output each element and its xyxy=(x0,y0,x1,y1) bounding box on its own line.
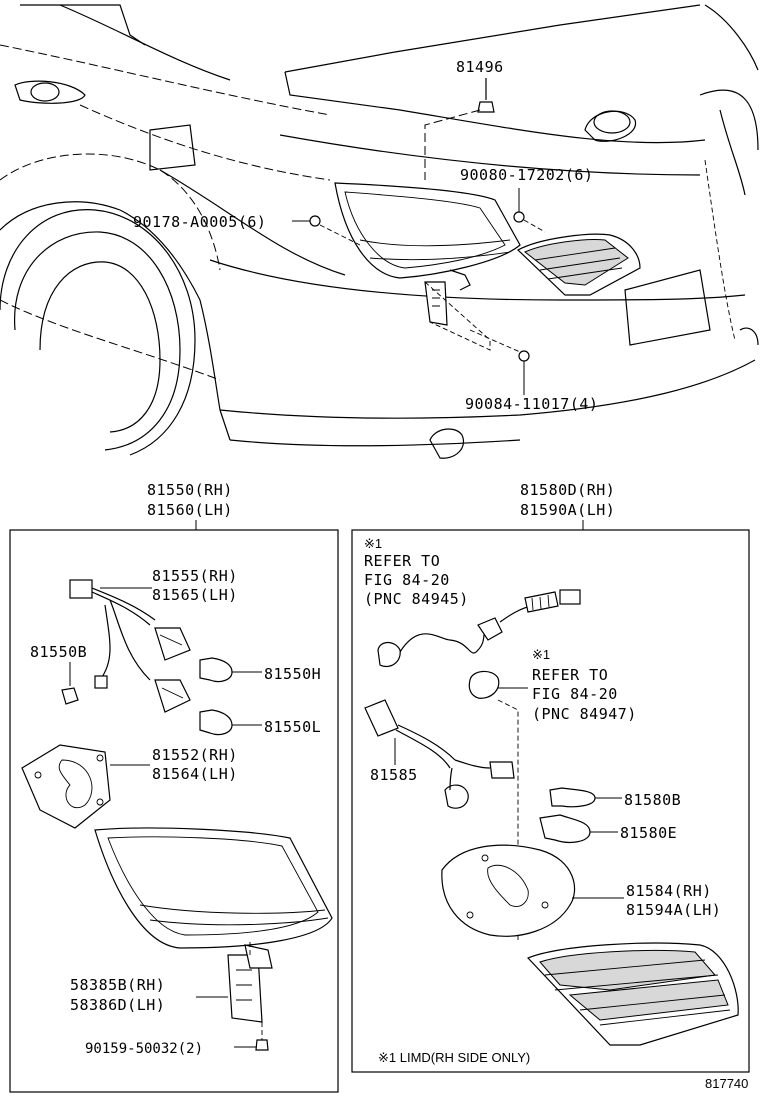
label-81564: 81564(LH) xyxy=(152,765,238,783)
label-81565: 81565(LH) xyxy=(152,586,238,604)
tail-lamp-outer-installed xyxy=(334,182,521,291)
bulb-81580E-icon xyxy=(539,814,591,843)
label-81552: 81552(RH) xyxy=(152,746,238,764)
wire-harness-84945-icon xyxy=(377,589,581,668)
label-58386D: 58386D(LH) xyxy=(70,996,165,1014)
label-81585: 81585 xyxy=(370,766,418,784)
label-81550B: 81550B xyxy=(30,643,87,661)
label-81496: 81496 xyxy=(456,58,504,76)
ref2-line1: REFER TO xyxy=(532,666,608,684)
bulb-81550L-icon xyxy=(199,709,233,736)
right-group-title-lh: 81590A(LH) xyxy=(520,501,615,519)
gasket-81552-icon xyxy=(21,744,111,829)
bulb-81550B-icon xyxy=(61,662,79,705)
right-group-box xyxy=(351,529,750,1073)
ref1-mark: ※1 xyxy=(364,536,382,551)
vehicle-rear-illustration xyxy=(0,4,759,459)
ref1-line1: REFER TO xyxy=(364,552,440,570)
label-81550H: 81550H xyxy=(264,665,321,683)
label-90178-a0005: 90178-A0005(6) xyxy=(133,213,266,231)
left-group-box xyxy=(9,529,339,1093)
tail-lamp-inner-lens-icon xyxy=(526,942,739,1046)
tail-lamp-inner-installed xyxy=(516,233,641,296)
socket-wire-81555-icon xyxy=(69,579,191,713)
label-58385B: 58385B(RH) xyxy=(70,976,165,994)
ref1-line3: (PNC 84945) xyxy=(364,590,469,608)
socket-wire-81585-icon xyxy=(364,699,515,809)
diagram-id: 817740 xyxy=(705,1076,748,1091)
label-81580B: 81580B xyxy=(624,791,681,809)
footnote: ※1 LIMD(RH SIDE ONLY) xyxy=(378,1050,530,1065)
left-group-title-rh: 81550(RH) xyxy=(147,481,233,499)
bracket-installed xyxy=(424,281,491,351)
clip-81496-icon xyxy=(424,78,495,180)
nut-90080-icon xyxy=(513,188,546,233)
label-81550L: 81550L xyxy=(264,718,321,736)
right-group-title-rh: 81580D(RH) xyxy=(520,481,615,499)
nut-90178-icon xyxy=(292,215,361,246)
label-81584: 81584(RH) xyxy=(626,882,712,900)
ref2-line3: (PNC 84947) xyxy=(532,705,637,723)
label-90084-11017: 90084-11017(4) xyxy=(465,395,598,413)
ref2-mark: ※1 xyxy=(532,647,550,662)
ref2-line2: FIG 84-20 xyxy=(532,685,618,703)
label-81555: 81555(RH) xyxy=(152,567,238,585)
bracket-58385B-icon xyxy=(227,940,273,1023)
label-81580E: 81580E xyxy=(620,824,677,842)
label-90159-50032: 90159-50032(2) xyxy=(85,1041,203,1057)
tail-lamp-outer-lens-icon xyxy=(94,827,333,949)
label-81594A: 81594A(LH) xyxy=(626,901,721,919)
socket-84947-icon xyxy=(468,670,528,940)
bulb-81550H-icon xyxy=(199,657,233,683)
bulb-81580B-icon xyxy=(549,787,596,808)
label-90080-17202: 90080-17202(6) xyxy=(460,166,593,184)
screw-90159-icon xyxy=(255,1022,269,1051)
left-group-title-lh: 81560(LH) xyxy=(147,501,233,519)
gasket-81584-icon xyxy=(441,844,576,937)
nut-90084-icon xyxy=(469,329,530,395)
ref1-line2: FIG 84-20 xyxy=(364,571,450,589)
